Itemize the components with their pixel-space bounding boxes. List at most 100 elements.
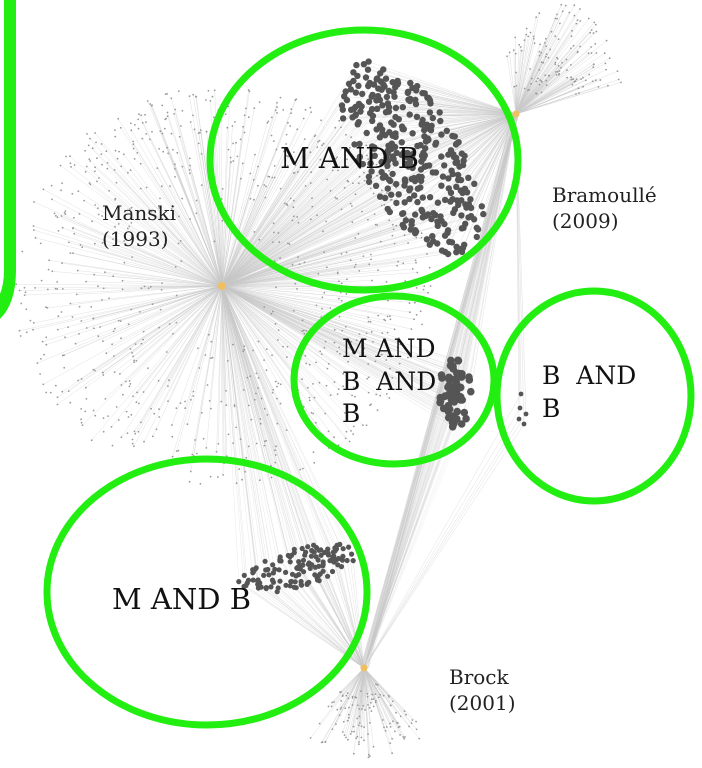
network-node: [296, 128, 299, 131]
group-label-line: B AND: [542, 361, 637, 390]
network-node: [321, 741, 324, 744]
network-node: [75, 293, 78, 296]
network-node: [159, 197, 161, 200]
network-node: [188, 169, 191, 171]
network-node: [106, 162, 109, 164]
network-node: [80, 421, 83, 424]
network-node: [362, 255, 365, 257]
network-node: [356, 717, 359, 720]
network-node: [471, 180, 478, 187]
network-node: [418, 158, 425, 165]
network-node: [209, 475, 212, 478]
network-node: [84, 170, 87, 173]
network-node: [246, 376, 249, 379]
network-node: [360, 60, 368, 68]
network-node: [515, 84, 518, 87]
network-node: [389, 352, 391, 354]
network-node: [383, 318, 385, 321]
network-node: [161, 218, 164, 220]
network-node: [291, 546, 297, 552]
network-node: [229, 156, 232, 159]
network-node: [69, 252, 72, 255]
network-node: [279, 383, 282, 386]
network-node: [56, 328, 59, 331]
network-node: [72, 252, 74, 255]
network-node: [350, 430, 352, 432]
network-node: [226, 126, 229, 129]
network-node: [271, 241, 274, 244]
network-node: [19, 335, 22, 337]
network-node: [100, 153, 103, 156]
network-node: [358, 708, 360, 710]
network-node: [352, 752, 355, 755]
network-node: [32, 322, 35, 324]
network-node: [92, 409, 95, 412]
network-node: [241, 478, 243, 481]
network-node: [165, 351, 168, 353]
network-node: [90, 306, 93, 308]
network-node: [291, 219, 294, 222]
network-node: [409, 130, 416, 137]
network-node: [169, 185, 171, 188]
network-node: [279, 96, 282, 99]
network-node: [54, 384, 57, 387]
network-node: [399, 715, 402, 718]
network-node: [337, 541, 343, 548]
network-node: [341, 694, 344, 697]
network-node: [424, 211, 432, 218]
network-node: [86, 133, 88, 135]
network-node: [590, 46, 592, 48]
network-node: [309, 562, 315, 568]
network-node: [301, 378, 303, 381]
network-node: [294, 565, 300, 571]
network-node: [508, 51, 511, 54]
network-node: [370, 701, 372, 704]
network-node: [84, 410, 87, 413]
network-node: [359, 160, 366, 168]
network-node: [291, 584, 297, 590]
network-node: [336, 350, 339, 353]
network-node: [313, 135, 316, 138]
network-node: [298, 263, 301, 266]
network-node: [190, 398, 192, 401]
network-node: [352, 112, 359, 119]
network-node: [104, 271, 106, 274]
network-node: [541, 81, 543, 83]
network-node: [80, 320, 83, 322]
network-node: [344, 326, 347, 328]
network-node: [322, 142, 325, 145]
network-node: [213, 116, 215, 119]
network-node: [50, 184, 53, 187]
network-node: [158, 416, 161, 418]
network-node: [252, 178, 255, 181]
network-node: [512, 49, 515, 52]
network-node: [210, 407, 212, 410]
network-node: [273, 176, 276, 179]
network-node: [605, 68, 607, 71]
network-node: [348, 148, 350, 151]
network-node: [370, 81, 378, 88]
network-node: [351, 351, 354, 354]
network-node: [299, 545, 305, 552]
network-node: [126, 432, 129, 434]
network-node: [347, 738, 349, 741]
network-node: [76, 269, 79, 272]
network-node: [338, 102, 346, 109]
network-node: [544, 74, 547, 77]
network-node: [130, 129, 133, 132]
network-node: [457, 187, 464, 194]
network-node: [319, 158, 322, 161]
network-node: [143, 285, 146, 288]
network-node: [388, 397, 391, 399]
network-node: [564, 4, 567, 7]
network-node: [318, 139, 321, 142]
network-node: [253, 198, 256, 201]
network-node: [111, 343, 113, 346]
network-node: [253, 565, 259, 571]
network-node: [265, 348, 268, 351]
network-node: [119, 320, 122, 322]
network-node: [592, 63, 595, 65]
network-node: [409, 164, 416, 172]
network-node: [346, 692, 349, 695]
network-node: [277, 232, 280, 234]
